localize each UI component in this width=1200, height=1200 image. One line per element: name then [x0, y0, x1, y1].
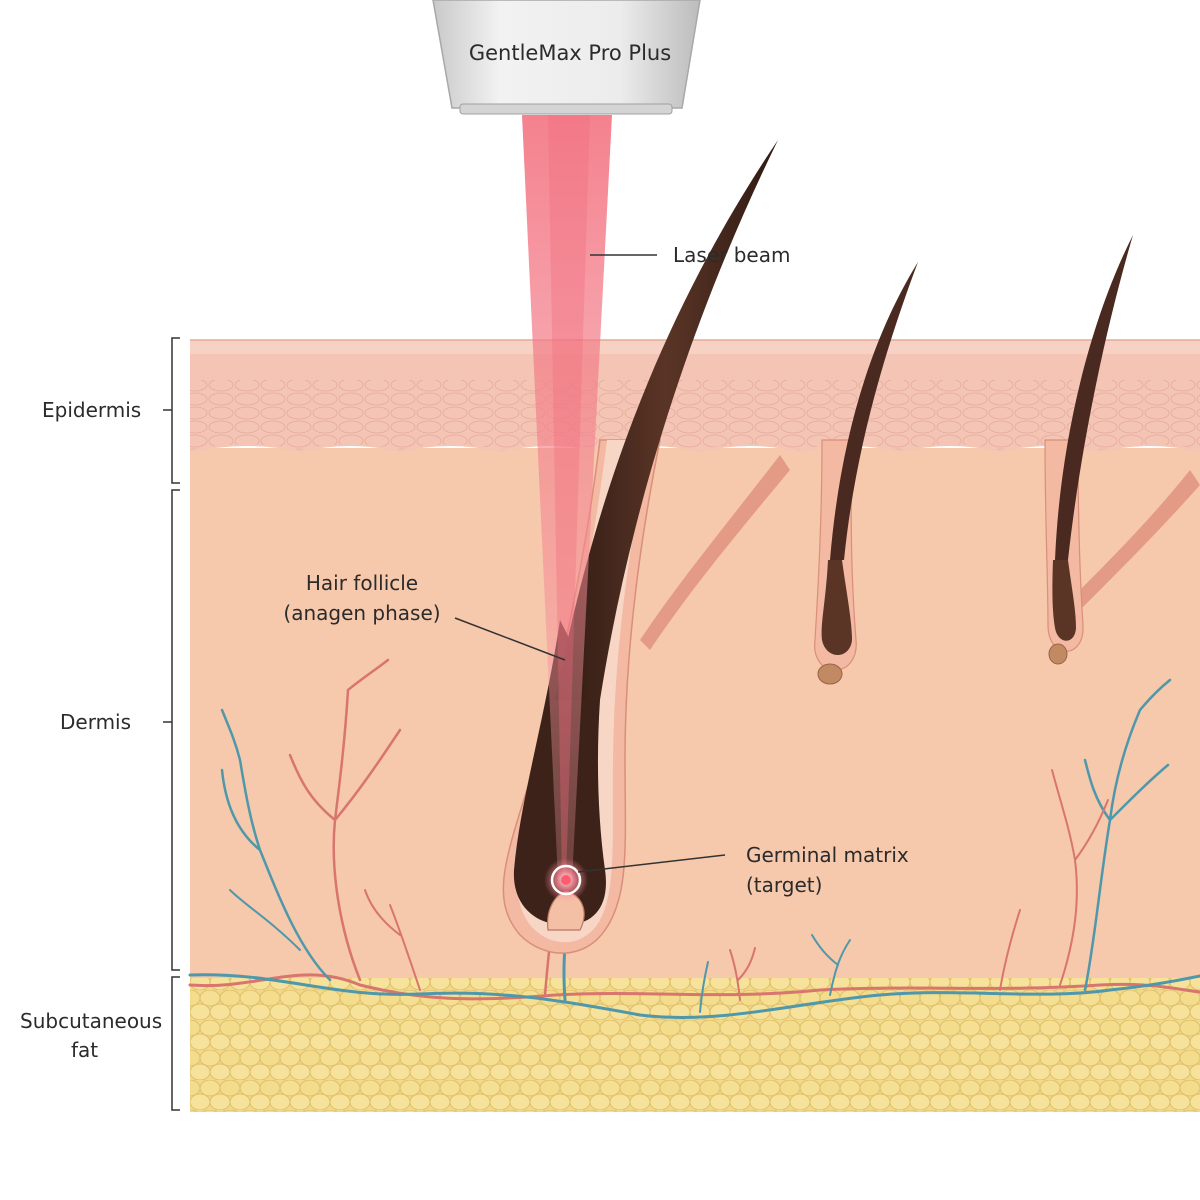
hair-follicle-second [814, 262, 918, 685]
arrector-pili-muscles [640, 455, 1200, 650]
layer-brackets [163, 337, 180, 1111]
subcutaneous-fat-layer [190, 975, 1200, 1112]
germinal-matrix-label-target: (target) [746, 873, 822, 897]
artery [188, 973, 1200, 1001]
vein [229, 889, 301, 951]
laser-beam-label: Laser beam [673, 243, 790, 267]
subcutaneous-label: Subcutaneous [20, 1009, 162, 1033]
hair-follicle-label: Hair follicle [306, 571, 418, 595]
artery [729, 947, 756, 1001]
dermis-label: Dermis [60, 710, 131, 734]
dermis-layer [190, 448, 1200, 978]
blood-vessels [188, 658, 1200, 1019]
subcutaneous-bracket [171, 976, 180, 1111]
epidermis-layer [190, 339, 1200, 452]
vein [188, 973, 1200, 1019]
vein [699, 961, 709, 1013]
germinal-matrix-target [544, 858, 588, 902]
laser-beam [522, 115, 612, 880]
artery [288, 658, 402, 982]
hair-follicle-main [502, 140, 778, 954]
vein [811, 934, 851, 996]
laser-device-handpiece: GentleMax Pro Plus [432, 0, 701, 115]
artery [1051, 769, 1109, 986]
artery [999, 909, 1021, 991]
dermis-bracket [163, 489, 180, 971]
subcutaneous-label-fat: fat [71, 1038, 98, 1062]
germinal-matrix-label: Germinal matrix [746, 843, 909, 867]
hair-shaft [830, 262, 918, 560]
leader-lines [454, 254, 726, 873]
hair-shaft [1055, 235, 1133, 560]
device-label: GentleMax Pro Plus [469, 41, 671, 65]
hair-follicle-leader [454, 617, 566, 661]
hair-shaft [555, 140, 778, 700]
epidermis-bracket [163, 337, 180, 484]
epidermis-label: Epidermis [42, 398, 141, 422]
hair-follicle-label-phase: (anagen phase) [283, 601, 440, 625]
artery [364, 889, 421, 991]
vein [220, 708, 332, 982]
hair-follicle-third [1044, 235, 1133, 665]
germinal-matrix-leader [577, 854, 726, 873]
vein [1083, 678, 1172, 992]
